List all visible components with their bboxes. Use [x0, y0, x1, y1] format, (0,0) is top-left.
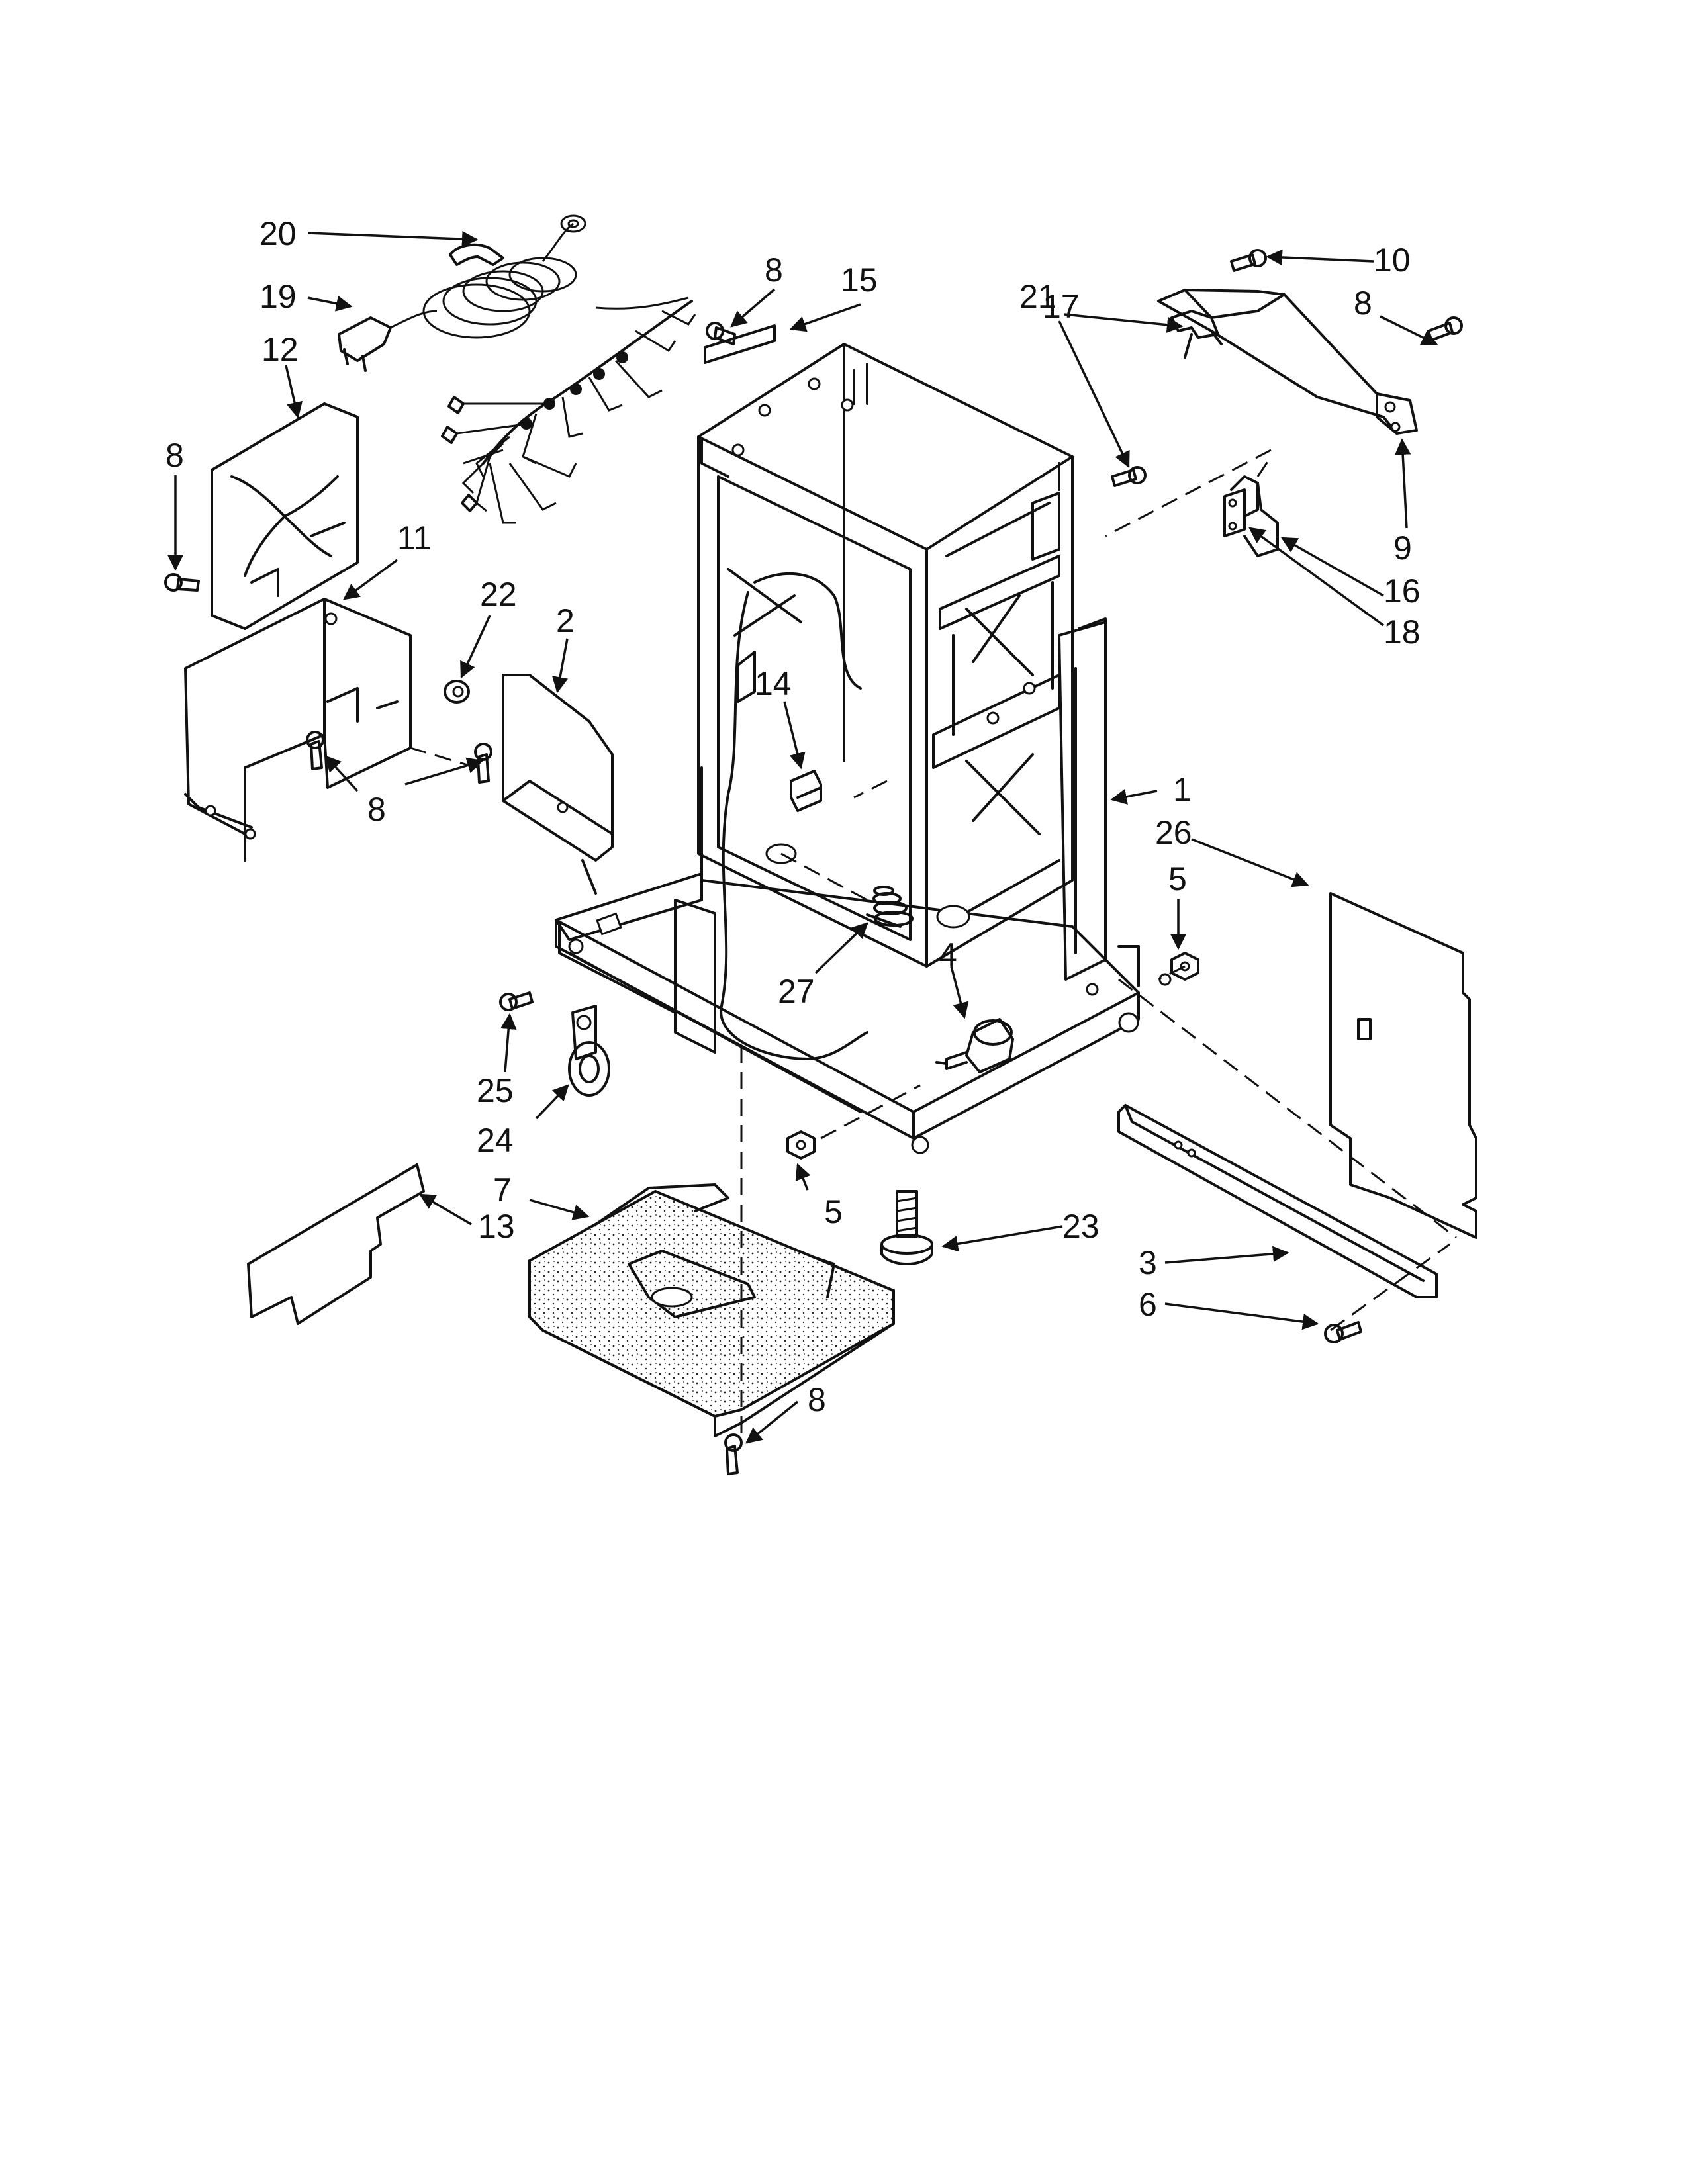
part-4-motor [935, 1018, 1014, 1073]
screw-icon-25 [499, 991, 534, 1011]
callout-18: 18 [1383, 614, 1421, 651]
part-7-base-pan [528, 1183, 895, 1437]
callout-8: 8 [367, 791, 386, 828]
callout-8: 8 [1354, 285, 1372, 322]
screw-icon-8-right [1427, 316, 1463, 341]
part-23-foot [880, 1190, 933, 1265]
callout-26: 26 [1155, 814, 1192, 851]
callout-8: 8 [765, 251, 783, 289]
part-27-bumper [866, 886, 914, 928]
part-24-caster [568, 1005, 610, 1097]
explode-lines [410, 449, 1457, 1443]
callout-9: 9 [1393, 529, 1412, 567]
callout-16: 16 [1383, 572, 1421, 610]
callout-8: 8 [165, 437, 184, 474]
cabinet-frame [555, 343, 1172, 1154]
callout-15: 15 [841, 261, 878, 298]
screw-icon-bottom [724, 1433, 743, 1475]
callout-5: 5 [1168, 860, 1187, 897]
callout-3: 3 [1139, 1244, 1157, 1281]
screw-icon-17 [1111, 466, 1147, 487]
callout-8: 8 [808, 1381, 826, 1418]
callout-23: 23 [1062, 1208, 1100, 1245]
part-26-panel [1329, 892, 1477, 1239]
callout-7: 7 [493, 1171, 512, 1208]
screw-icon-11 [306, 731, 324, 770]
screw-icon-6 [1324, 1321, 1362, 1343]
callout-24: 24 [477, 1122, 514, 1159]
screw-icon-top-15 [706, 322, 736, 345]
callout-17: 17 [1043, 288, 1080, 325]
screw-icon-left-12 [164, 573, 200, 592]
callout-14: 14 [755, 665, 792, 702]
callout-13: 13 [478, 1208, 515, 1245]
screws [164, 249, 1463, 1475]
callout-4: 4 [939, 936, 957, 974]
part-12-panel [211, 402, 359, 630]
leader-lines [167, 230, 1438, 1444]
switch-assembly [1223, 475, 1279, 557]
part-13-sheet [247, 1163, 425, 1325]
part-3-rail [1117, 1104, 1438, 1298]
part-14-connector [790, 770, 822, 812]
callout-11: 11 [397, 520, 432, 557]
callout-2: 2 [556, 602, 575, 639]
callout-20: 20 [259, 215, 297, 252]
part-15-strip [704, 324, 776, 364]
part-5-nut-lower [786, 1130, 816, 1160]
screw-icon-10 [1230, 249, 1267, 272]
callout-19: 19 [259, 278, 297, 315]
part-2-bracket [502, 674, 614, 895]
callout-25: 25 [477, 1072, 514, 1109]
callout-5: 5 [824, 1193, 843, 1230]
wire-harness [338, 214, 696, 524]
part-9-bracket [1157, 289, 1418, 435]
callout-6: 6 [1139, 1286, 1157, 1323]
callout-27: 27 [778, 973, 815, 1010]
callout-12: 12 [261, 331, 299, 368]
callout-22: 22 [480, 576, 517, 613]
callout-21: 21 [1019, 278, 1056, 315]
callout-labels: 20 19 12 8 11 22 2 8 8 15 14 21 17 10 8 … [165, 215, 1421, 1418]
callout-1: 1 [1173, 771, 1192, 808]
part-22-grommet [444, 680, 470, 704]
callout-10: 10 [1374, 242, 1411, 279]
